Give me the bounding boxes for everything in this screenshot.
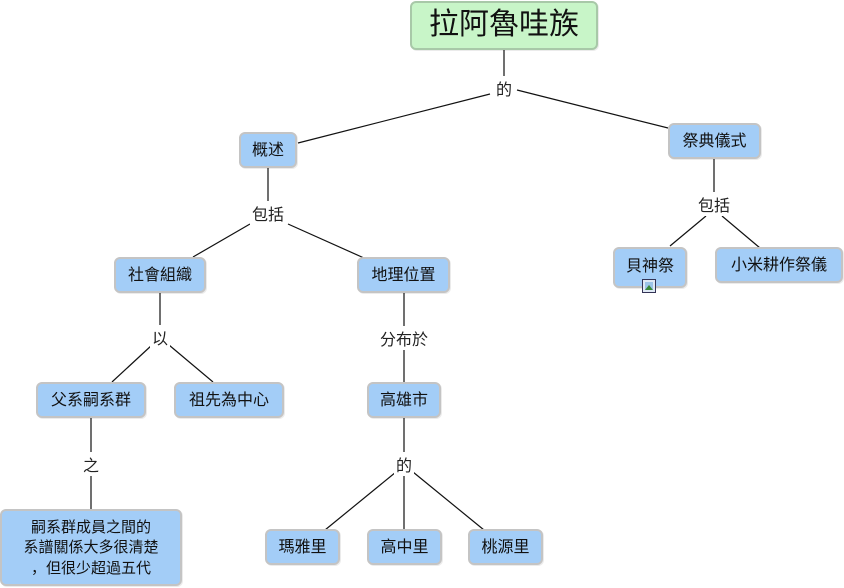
link-label-yi[interactable]: 以 bbox=[149, 325, 171, 349]
root-node[interactable]: 拉阿魯哇族 bbox=[410, 1, 598, 50]
node-lineage-description[interactable]: 嗣系群成員之間的 系譜關係大多很清楚 ，但很少超過五代 bbox=[0, 509, 182, 586]
node-social[interactable]: 社會組織 bbox=[114, 257, 206, 293]
node-ceremony[interactable]: 祭典儀式 bbox=[668, 123, 761, 159]
lineage-desc-line-3: ，但很少超過五代 bbox=[30, 558, 151, 577]
node-ancestor[interactable]: 祖先為中心 bbox=[174, 382, 284, 418]
node-patrilineal[interactable]: 父系嗣系群 bbox=[36, 382, 146, 418]
node-maya[interactable]: 瑪雅里 bbox=[265, 529, 340, 565]
edge-de-taoyuan bbox=[412, 471, 485, 531]
edge-de-overview bbox=[297, 93, 491, 144]
link-label-de-kaohsiung[interactable]: 的 bbox=[393, 452, 415, 476]
node-gaozhong[interactable]: 高中里 bbox=[367, 529, 442, 565]
node-overview[interactable]: 概述 bbox=[239, 132, 297, 168]
link-label-baokuo-overview[interactable]: 包括 bbox=[249, 201, 287, 225]
lineage-desc-line-2: 系譜關係大多很清楚 bbox=[23, 538, 159, 557]
image-icon[interactable] bbox=[642, 279, 656, 293]
link-label-fenbuyu[interactable]: 分布於 bbox=[377, 326, 431, 350]
image-icon-hill bbox=[645, 285, 653, 290]
link-label-zhi[interactable]: 之 bbox=[80, 452, 102, 476]
edge-de-maya bbox=[324, 471, 397, 531]
edge-baokuo-millet bbox=[721, 215, 761, 249]
link-label-baokuo-ceremony[interactable]: 包括 bbox=[695, 192, 733, 216]
edge-de-ceremony bbox=[516, 89, 669, 129]
edge-yi-ancestor bbox=[168, 344, 214, 383]
edge-baokuo-geo bbox=[287, 223, 365, 259]
edge-yi-patrilineal bbox=[111, 344, 153, 383]
edge-baokuo-social bbox=[192, 223, 251, 258]
node-geo[interactable]: 地理位置 bbox=[357, 257, 450, 293]
node-millet[interactable]: 小米耕作祭儀 bbox=[715, 247, 843, 283]
node-taoyuan[interactable]: 桃源里 bbox=[468, 529, 543, 565]
node-kaohsiung[interactable]: 高雄市 bbox=[367, 382, 441, 418]
edge-baokuo-beishen bbox=[669, 215, 707, 247]
link-label-de-root[interactable]: 的 bbox=[493, 76, 515, 100]
lineage-desc-line-1: 嗣系群成員之間的 bbox=[30, 518, 151, 537]
